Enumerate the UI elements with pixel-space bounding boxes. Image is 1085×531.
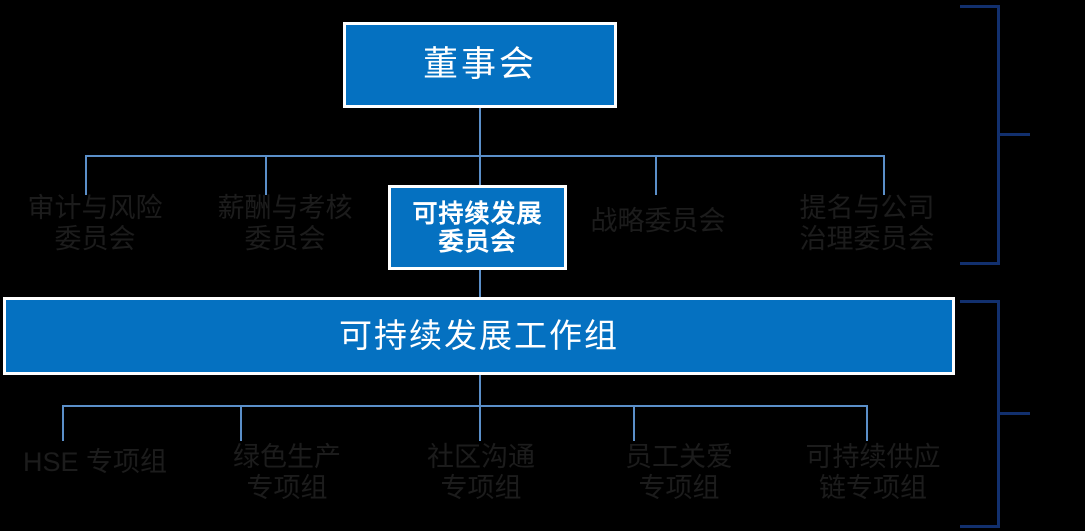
node-employee-care-team[interactable]: 员工关爱 专项组 [625,442,733,504]
node-audit-risk-committee[interactable]: 审计与风险 委员会 [27,193,163,255]
node-board-label: 董事会 [422,45,537,85]
node-sustainability-working-group[interactable]: 可持续发展工作组 [3,297,955,375]
node-hse-team[interactable]: HSE 专项组 [22,447,168,477]
node-sustainable-supply-chain-team[interactable]: 可持续供应 链专项组 [805,442,941,504]
node-sustainability-working-group-label: 可持续发展工作组 [339,316,619,354]
node-board-of-directors[interactable]: 董事会 [343,22,617,108]
connector-drop-green [240,405,242,441]
connector-drop-supplychain [866,405,868,441]
node-strategy-committee[interactable]: 战略委员会 [590,206,726,236]
connector-sustain-committee-to-workgroup [479,270,481,298]
connector-drop-strategy [655,155,657,195]
connector-team-bus [62,405,867,407]
connector-drop-nomination [883,155,885,195]
bracket-bottom-arm [960,525,1000,528]
node-sustainability-committee[interactable]: 可持续发展 委员会 [388,185,567,270]
connector-board-to-bus [479,108,481,156]
connector-drop-sustain-committee [479,155,481,186]
connector-drop-community [479,405,481,441]
connector-drop-audit [85,155,87,195]
bracket-execution-layer [960,300,1080,528]
bracket-pointer-stub [997,412,1030,415]
bracket-pointer-stub [997,133,1030,136]
node-green-production-team[interactable]: 绿色生产 专项组 [233,442,341,504]
node-community-communication-team[interactable]: 社区沟通 专项组 [427,442,535,504]
bracket-governance-layer [960,5,1080,265]
node-nomination-governance-committee[interactable]: 提名与公司 治理委员会 [799,193,935,255]
bracket-pointer-tip [997,127,1000,141]
connector-drop-hse [62,405,64,441]
connector-drop-employee [633,405,635,441]
bracket-top-arm [960,300,1000,303]
node-sustainability-committee-label: 可持续发展 委员会 [412,199,543,256]
bracket-bottom-arm [960,262,1000,265]
node-remuneration-appraisal-committee[interactable]: 薪酬与考核 委员会 [217,193,353,255]
connector-committee-bus [85,155,884,157]
bracket-top-arm [960,5,1000,8]
bracket-pointer-tip [997,406,1000,420]
connector-workgroup-to-bus [479,375,481,405]
connector-drop-remuneration [265,155,267,195]
